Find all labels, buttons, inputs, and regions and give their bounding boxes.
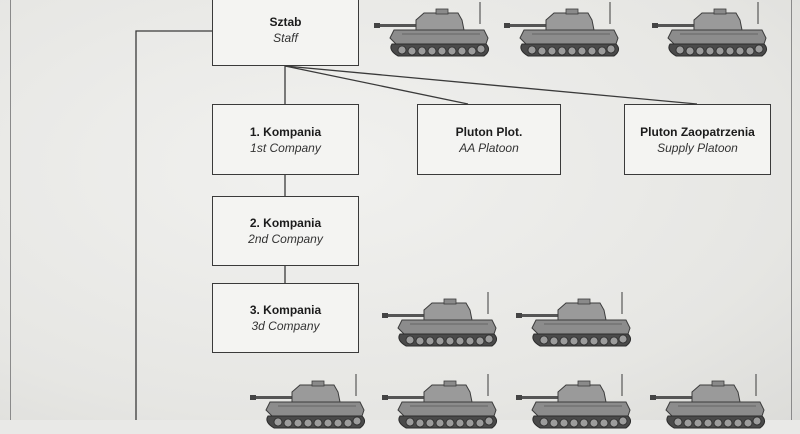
panzer-iv-tank-icon [515, 291, 632, 347]
company2-label-en: 2nd Company [248, 232, 323, 246]
staff-box: Sztab Staff [212, 0, 359, 66]
company2-box: 2. Kompania 2nd Company [212, 196, 359, 266]
company3-label-pl: 3. Kompania [249, 303, 322, 317]
panzer-iv-tank-icon [381, 373, 498, 429]
aa-platoon-box: Pluton Plot. AA Platoon [417, 104, 561, 175]
panzer-iv-tank-icon [373, 1, 490, 57]
left-border-line [10, 0, 11, 420]
supply-label-pl: Pluton Zaopatrzenia [640, 124, 755, 139]
panzer-iv-tank-icon [249, 373, 366, 429]
supply-label-en: Supply Platoon [657, 140, 738, 155]
panzer-iv-tank-icon [651, 1, 768, 57]
connector-lines [135, 30, 698, 420]
company2-label-pl: 2. Kompania [249, 216, 322, 230]
supply-platoon-box: Pluton Zaopatrzenia Supply Platoon [624, 104, 771, 175]
staff-to-aa-line [284, 65, 469, 105]
staff-label-pl: Sztab [269, 15, 302, 29]
panzer-iv-tank-icon [503, 1, 620, 57]
staff-label-en: Staff [273, 31, 298, 45]
panzer-iv-tank-icon [381, 291, 498, 347]
aa-label-en: AA Platoon [459, 140, 519, 155]
right-border-line [791, 0, 792, 420]
company1-box: 1. Kompania 1st Company [212, 104, 359, 175]
panzer-iv-tank-icon [649, 373, 766, 429]
company3-box: 3. Kompania 3d Company [212, 283, 359, 353]
aa-label-pl: Pluton Plot. [455, 124, 523, 139]
panzer-iv-tank-icon [515, 373, 632, 429]
company1-label-en: 1st Company [250, 140, 321, 155]
staff-to-supply-line [284, 65, 698, 105]
company1-label-pl: 1. Kompania [249, 124, 322, 139]
staff-trunk-line [135, 30, 212, 420]
company3-label-en: 3d Company [251, 319, 320, 333]
